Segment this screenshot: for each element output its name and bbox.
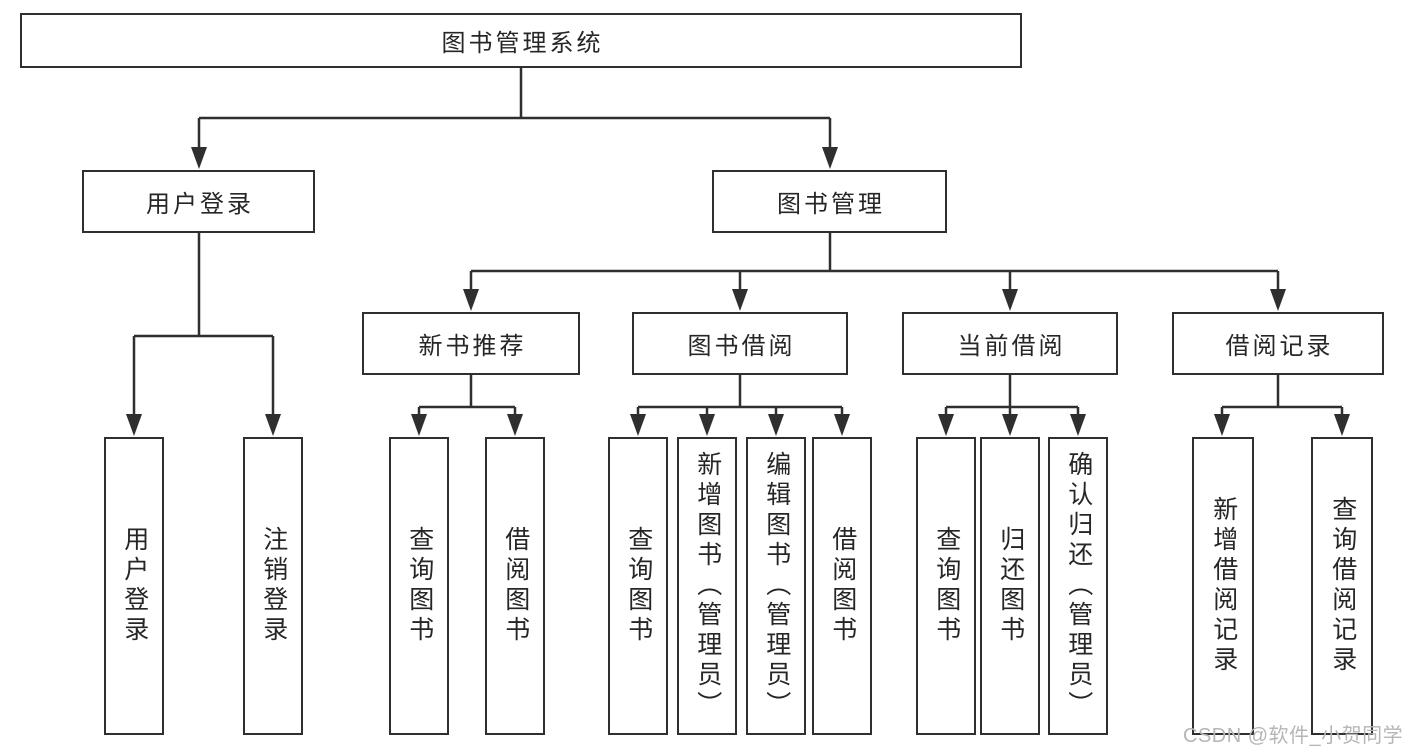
- node-book-borrowing: 图书借阅: [632, 312, 848, 375]
- leaf-label: 新增借阅记录: [1209, 496, 1238, 676]
- tree-edges: [132, 68, 1344, 417]
- leaf-label: 确认归还（管理员）: [1064, 451, 1093, 721]
- leaf-logout: 注销登录: [243, 437, 303, 735]
- leaf-user-login: 用户登录: [104, 437, 164, 735]
- node-label: 新书推荐: [418, 333, 527, 360]
- leaf-label: 查询图书: [624, 526, 653, 646]
- leaf-add-borrow-record: 新增借阅记录: [1192, 437, 1254, 735]
- leaf-label: 查询借阅记录: [1328, 496, 1357, 676]
- leaf-borrowing-query-books: 查询图书: [608, 437, 668, 735]
- node-book-management: 图书管理: [712, 170, 947, 233]
- leaf-return-books: 归还图书: [980, 437, 1040, 735]
- leaf-add-books-admin: 新增图书（管理员）: [677, 437, 737, 735]
- node-library-management-system: 图书管理系统: [20, 13, 1022, 68]
- leaf-label: 归还图书: [996, 526, 1025, 646]
- leaf-label: 借阅图书: [501, 526, 530, 646]
- leaf-label: 查询图书: [932, 526, 961, 646]
- node-current-borrowing: 当前借阅: [902, 312, 1118, 375]
- leaf-query-borrow-record: 查询借阅记录: [1311, 437, 1373, 735]
- leaf-borrowing-borrow-books: 借阅图书: [812, 437, 872, 735]
- leaf-label: 编辑图书（管理员）: [762, 451, 791, 721]
- node-user-login: 用户登录: [82, 170, 315, 233]
- node-label: 用户登录: [146, 191, 254, 218]
- node-label: 图书管理系统: [441, 30, 604, 57]
- leaf-label: 注销登录: [259, 526, 288, 646]
- node-label: 图书借阅: [687, 333, 796, 360]
- leaf-newbooks-query-books: 查询图书: [389, 437, 449, 735]
- csdn-watermark: CSDN @软件_小贺同学: [1183, 725, 1404, 747]
- leaf-newbooks-borrow-books: 借阅图书: [485, 437, 545, 735]
- node-label: 借阅记录: [1225, 333, 1334, 360]
- leaf-confirm-return-admin: 确认归还（管理员）: [1048, 437, 1108, 735]
- arrowheads: [126, 147, 1350, 436]
- node-borrowing-records: 借阅记录: [1172, 312, 1384, 375]
- leaf-label: 用户登录: [120, 526, 149, 646]
- leaf-label: 新增图书（管理员）: [693, 451, 722, 721]
- leaf-label: 借阅图书: [828, 526, 857, 646]
- node-label: 当前借阅: [957, 333, 1066, 360]
- leaf-label: 查询图书: [405, 526, 434, 646]
- leaf-edit-books-admin: 编辑图书（管理员）: [746, 437, 806, 735]
- node-label: 图书管理: [777, 191, 885, 218]
- leaf-current-query-books: 查询图书: [916, 437, 976, 735]
- node-new-book-recommendation: 新书推荐: [362, 312, 580, 375]
